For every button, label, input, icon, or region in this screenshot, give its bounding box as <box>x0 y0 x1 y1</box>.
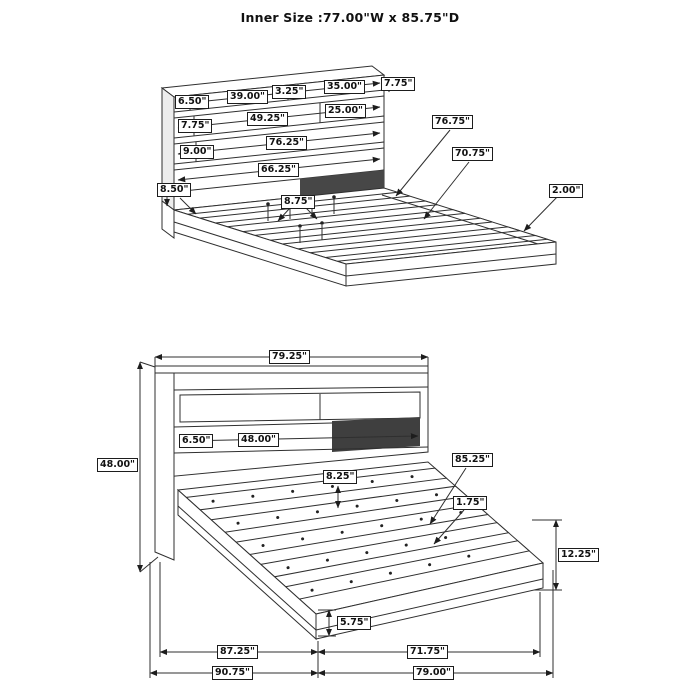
dim-slat-length: 70.75" <box>452 147 493 161</box>
platform-bottom-view <box>176 461 545 641</box>
dim-slat-spacing: 8.75" <box>281 195 316 209</box>
dim-shelf-col2: 39.00" <box>227 90 268 104</box>
dim-row2-right: 25.00" <box>325 104 366 118</box>
dim-platform-height: 12.25" <box>558 548 599 562</box>
dim-shelf-opening: 48.00" <box>238 433 279 447</box>
dim-row4-mid: 66.25" <box>258 163 299 177</box>
page-title: Inner Size :77.00"W x 85.75"D <box>240 10 460 25</box>
dim-row2-left: 7.75" <box>178 119 213 133</box>
dim-row2-mid: 49.25" <box>247 112 288 126</box>
dim-shelf-side: 6.50" <box>179 434 214 448</box>
dim-slat-area-depth: 71.75" <box>407 645 448 659</box>
dim-platform-depth: 87.25" <box>217 645 258 659</box>
bottom-view-drawing <box>136 353 562 678</box>
dim-overall-height: 48.00" <box>97 458 138 472</box>
top-view-drawing <box>160 65 561 287</box>
dim-base-height: 5.75" <box>337 616 372 630</box>
dim-shelf-col4: 35.00" <box>324 80 365 94</box>
dim-rail-height: 8.50" <box>157 183 192 197</box>
dim-shelf-col1: 6.50" <box>175 95 210 109</box>
headboard-bottom-view <box>154 365 429 561</box>
dim-inner-depth: 85.25" <box>452 453 493 467</box>
dim-headboard-to-slat: 8.25" <box>323 470 358 484</box>
dim-slat-width: 2.00" <box>549 184 584 198</box>
dim-row3-left: 9.00" <box>180 145 215 159</box>
dim-overall-width: 79.25" <box>269 350 310 364</box>
platform-top-view <box>173 187 557 287</box>
dim-headboard-depth: 7.75" <box>381 77 416 91</box>
dim-inner-length: 76.75" <box>432 115 473 129</box>
dim-shelf-col3: 3.25" <box>272 85 307 99</box>
dim-slat-thickness: 1.75" <box>453 496 488 510</box>
dim-footboard-depth: 79.00" <box>413 666 454 680</box>
dim-overall-depth: 90.75" <box>212 666 253 680</box>
dim-row3-mid: 76.25" <box>266 136 307 150</box>
